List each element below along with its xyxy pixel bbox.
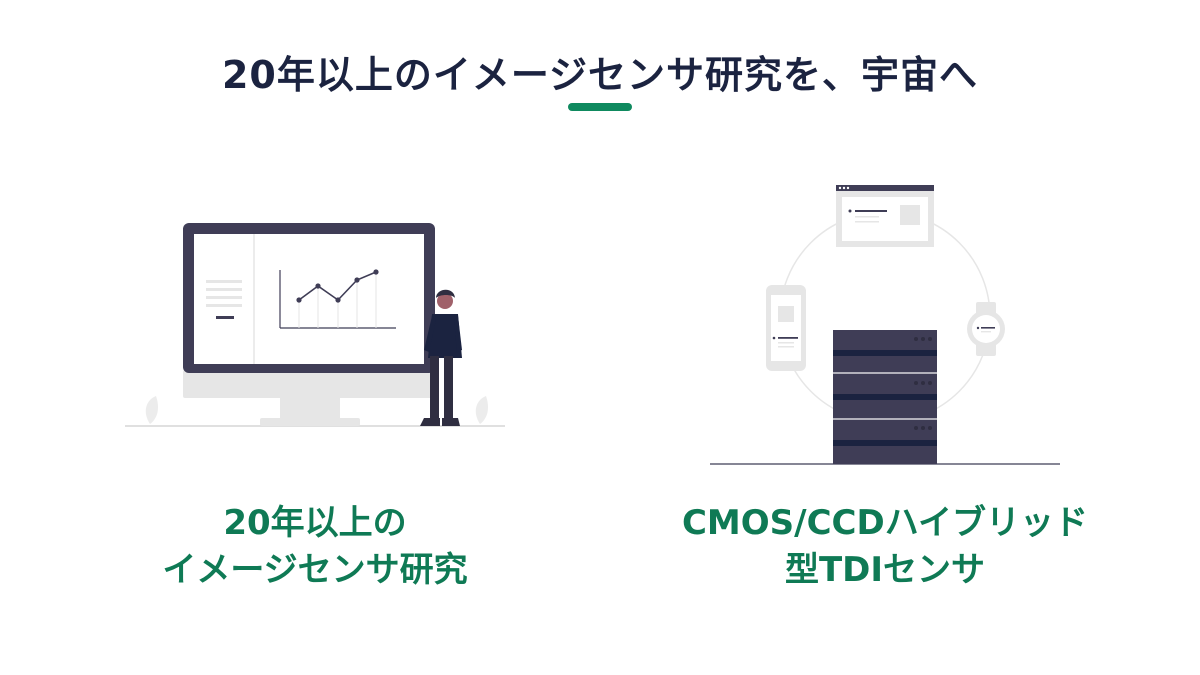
caption-line: 型TDIセンサ: [784, 549, 986, 590]
server-network-icon: [710, 185, 1060, 465]
feature-caption-sensor: CMOS/CCDハイブリッド 型TDIセンサ: [625, 500, 1145, 594]
caption-line: イメージセンサ研究: [162, 549, 468, 590]
caption-line: CMOS/CCDハイブリッド: [681, 503, 1089, 543]
page-title: 20年以上のイメージセンサ研究を、宇宙へ: [221, 53, 979, 97]
monitor-chart-icon: [125, 223, 505, 427]
monitor-chart-illustration: [120, 200, 510, 440]
feature-caption-research: 20年以上の イメージセンサ研究: [55, 500, 575, 594]
title-accent-bar: [568, 103, 632, 111]
caption-line: 20年以上の: [223, 503, 407, 543]
server-devices-illustration: [700, 175, 1070, 475]
